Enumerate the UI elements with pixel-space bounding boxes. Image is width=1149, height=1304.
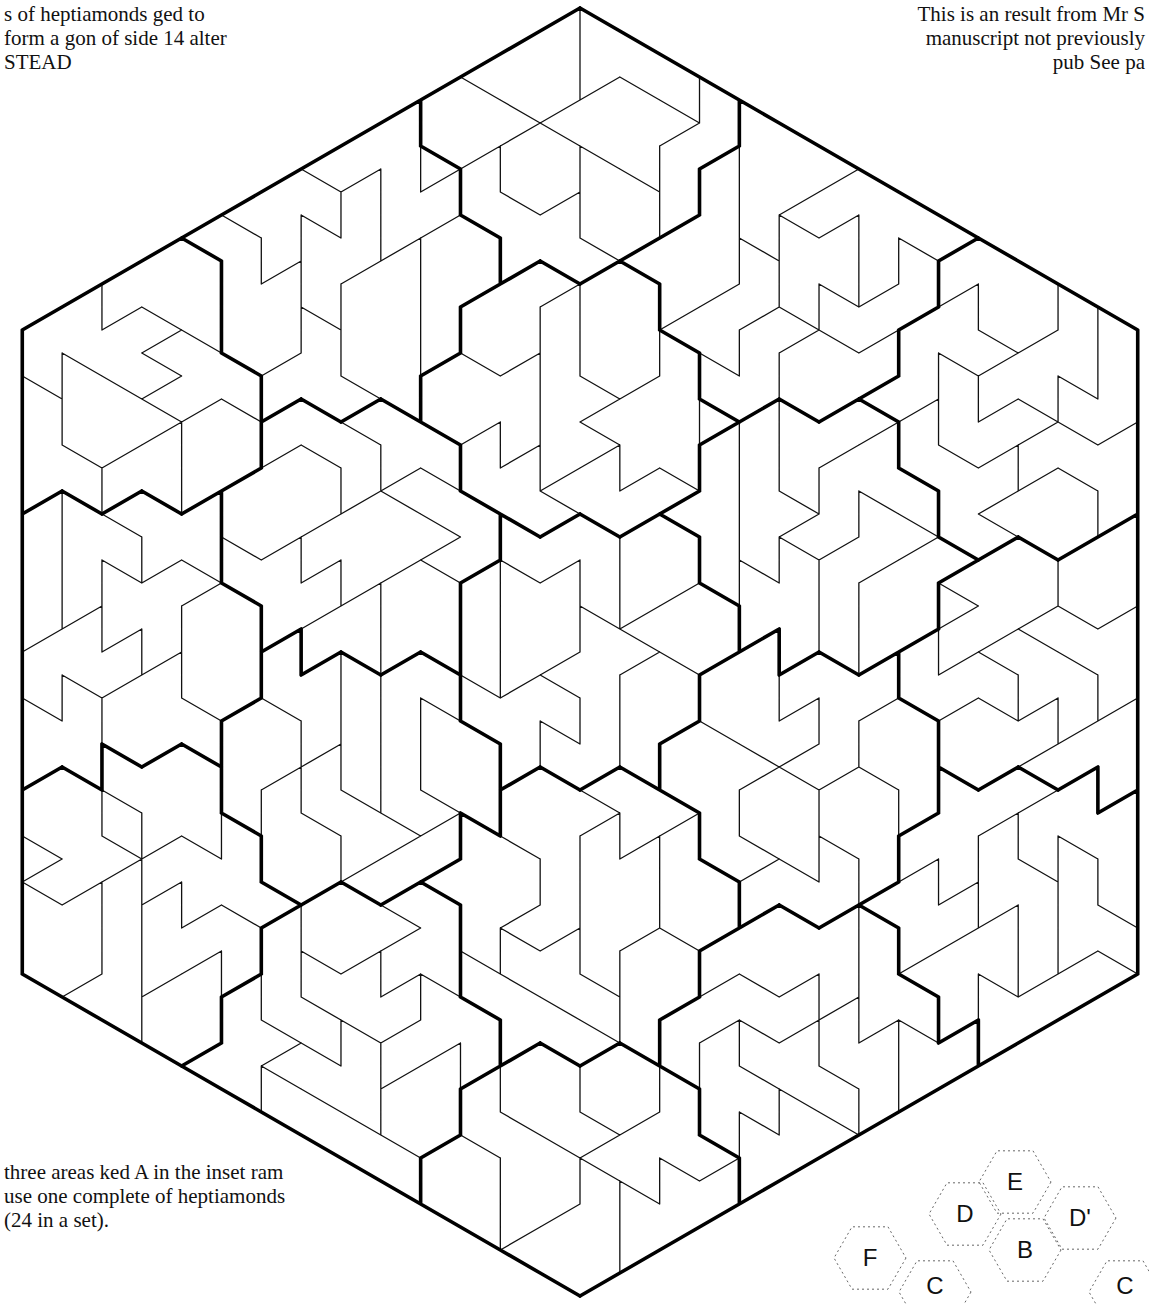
- inset-letter: D: [954, 1200, 975, 1228]
- inset-cell: [989, 1219, 1061, 1281]
- inset-letter: D': [1067, 1204, 1093, 1232]
- note-text: s of heptiamonds ged to form a gon of si…: [4, 2, 244, 74]
- inset-letter: E: [1005, 1168, 1025, 1196]
- inset-cell: [1089, 1261, 1149, 1304]
- inset-letter: F: [861, 1244, 880, 1272]
- inset-cell: [929, 1183, 1001, 1245]
- inset-cell: [899, 1261, 971, 1304]
- piece-outline: [22, 8, 1137, 1273]
- note-text: This is an result from Mr S manuscript n…: [895, 2, 1145, 74]
- inset-letter: B: [1015, 1236, 1035, 1264]
- inset-cell: [979, 1151, 1051, 1213]
- inset-cell: [834, 1227, 906, 1289]
- inset-letter: C: [924, 1272, 945, 1300]
- note-text: three areas ked A in the inset ram use o…: [4, 1160, 314, 1232]
- region-outline: [22, 8, 1137, 1296]
- inset-letter: C: [1114, 1272, 1135, 1300]
- inset-cell: [1044, 1187, 1116, 1249]
